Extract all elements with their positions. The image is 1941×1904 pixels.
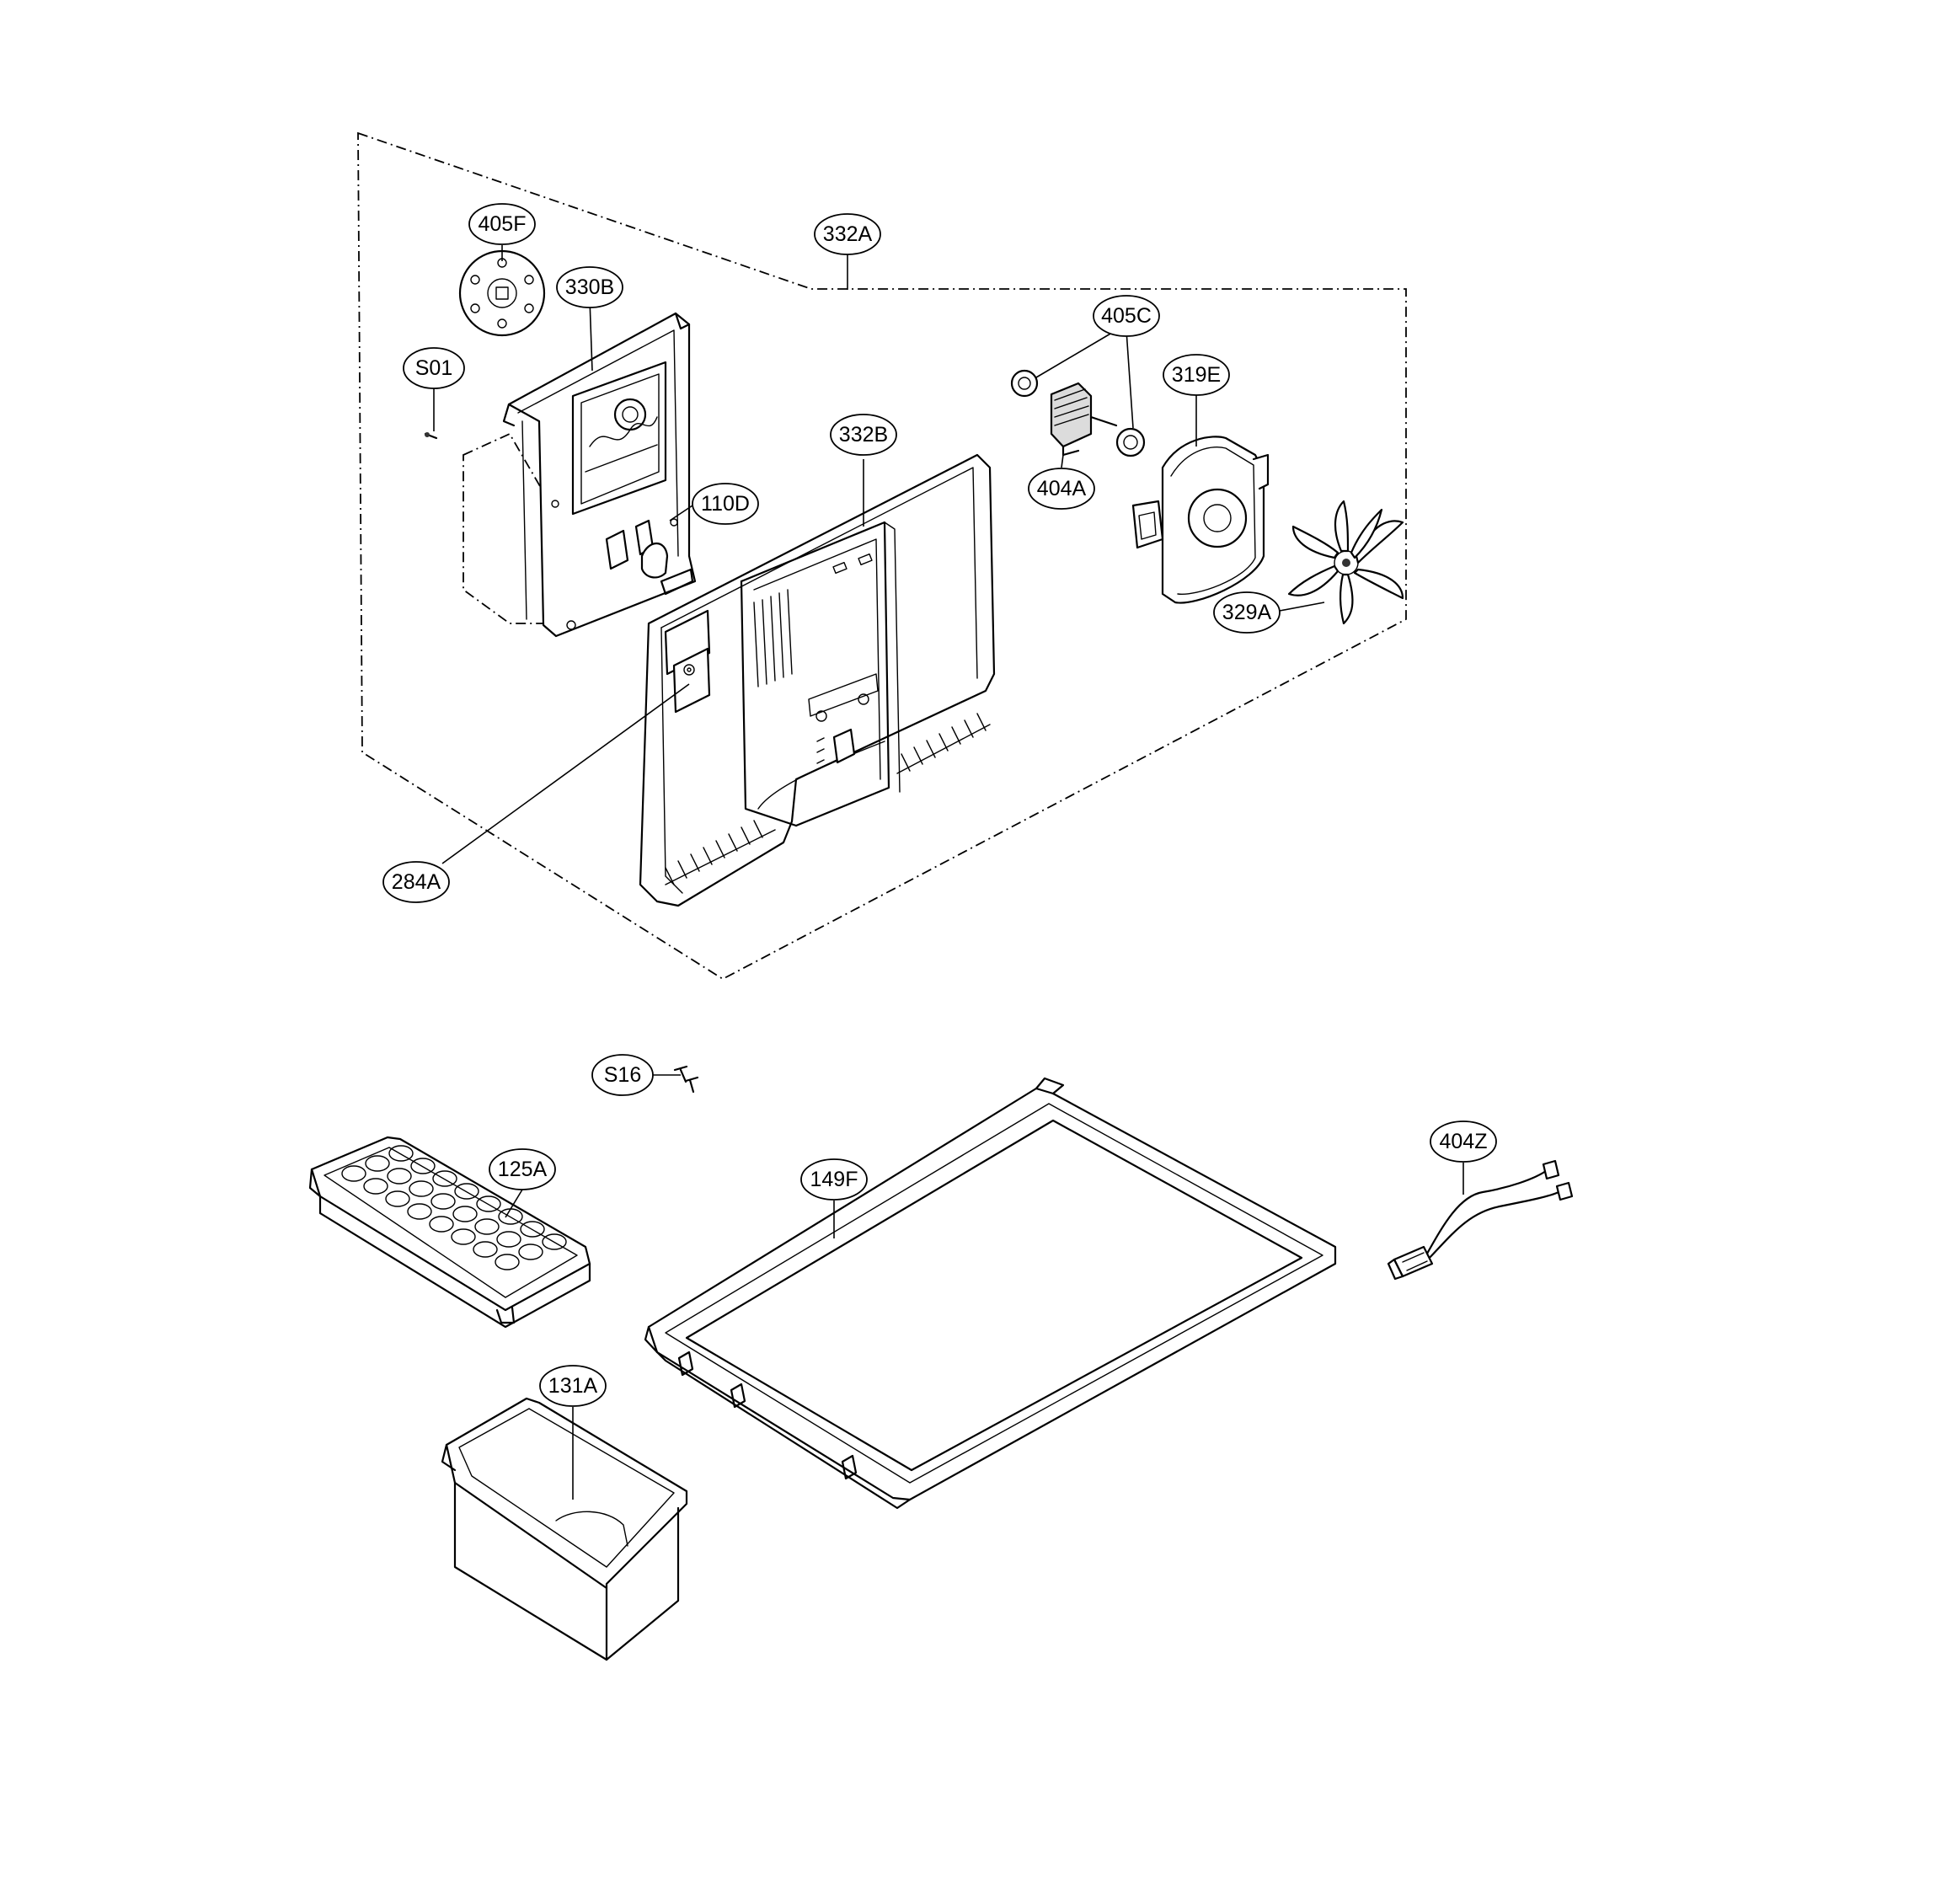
callout-319E: 319E — [1163, 354, 1230, 396]
part-125A-ice-tray — [308, 1136, 591, 1329]
part-131A-ice-bin — [441, 1397, 688, 1661]
callout-S16: S16 — [591, 1054, 654, 1096]
leader-lines — [433, 245, 1464, 1500]
callout-131A: 131A — [539, 1365, 607, 1407]
callout-S01: S01 — [403, 347, 465, 389]
assembly-boundary-332A — [357, 131, 1407, 981]
callout-332B-text: 332B — [839, 423, 888, 447]
callout-330B-text: 330B — [565, 275, 614, 299]
part-319E-fan-housing — [1131, 436, 1270, 604]
callout-149F-text: 149F — [810, 1168, 858, 1191]
callout-405C: 405C — [1093, 295, 1160, 337]
callout-330B: 330B — [556, 266, 623, 308]
callout-284A: 284A — [382, 861, 450, 903]
callout-125A-text: 125A — [498, 1158, 548, 1181]
part-S16-screws — [673, 1065, 699, 1094]
callout-332A: 332A — [814, 213, 881, 255]
callout-329A: 329A — [1213, 591, 1281, 634]
callout-149F: 149F — [800, 1158, 868, 1201]
callout-S01-text: S01 — [415, 356, 452, 380]
callout-329A-text: 329A — [1222, 601, 1272, 624]
callout-131A-text: 131A — [548, 1374, 598, 1398]
callout-404A-text: 404A — [1037, 477, 1087, 500]
part-404Z-wire-harness — [1387, 1159, 1574, 1281]
callout-404A: 404A — [1028, 468, 1095, 510]
callout-125A: 125A — [489, 1148, 556, 1190]
callout-319E-text: 319E — [1172, 363, 1221, 387]
callout-110D: 110D — [692, 483, 759, 525]
part-404A-motor — [1050, 382, 1118, 457]
callout-405F-text: 405F — [479, 212, 527, 236]
callout-284A-text: 284A — [392, 870, 441, 894]
part-149F-glass-shelf — [644, 1077, 1337, 1510]
callout-405F: 405F — [468, 203, 536, 245]
callout-405C-text: 405C — [1101, 304, 1152, 328]
callout-S16-text: S16 — [604, 1063, 641, 1087]
callout-404Z-text: 404Z — [1440, 1130, 1488, 1153]
part-330B-bracket — [502, 312, 697, 638]
part-405F-gear-disc — [458, 249, 546, 337]
part-332B-cover-panel — [639, 453, 996, 907]
callout-332B: 332B — [830, 414, 897, 456]
part-405C-small-gears — [1010, 369, 1146, 457]
part-S01-screw — [424, 432, 438, 440]
callout-332A-text: 332A — [823, 222, 873, 246]
part-329A-fan-blade — [1287, 500, 1404, 625]
callout-110D-text: 110D — [701, 492, 750, 516]
callout-404Z: 404Z — [1430, 1120, 1497, 1163]
